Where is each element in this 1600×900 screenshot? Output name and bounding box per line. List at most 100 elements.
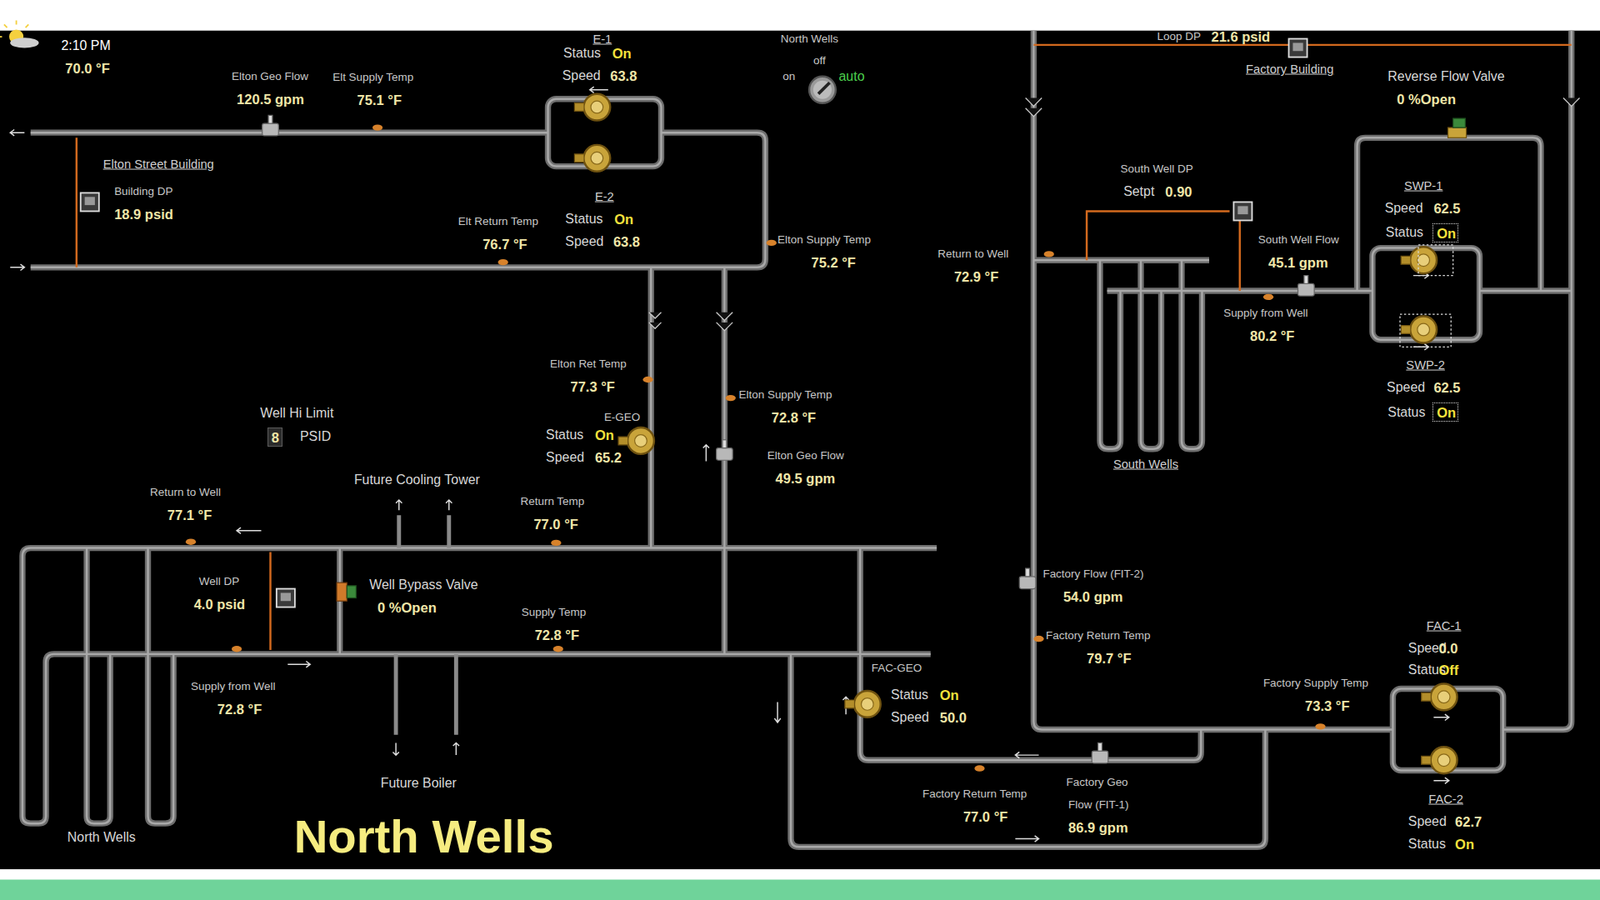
status-box: On <box>1432 402 1459 422</box>
tag-label: Setpt <box>1123 184 1155 200</box>
tag-label: On <box>612 45 632 61</box>
setpoint-input: 8 <box>267 427 283 447</box>
tag-label: FAC-GEO <box>871 661 923 675</box>
value-readout: 21.6 psid <box>1210 29 1270 45</box>
tag-label: Speed <box>545 449 585 465</box>
value-readout: 0 %Open <box>1396 90 1456 107</box>
tag-label: Future Boiler <box>380 775 457 791</box>
tag-label: South Well DP <box>1120 163 1193 176</box>
value-readout: 73.3 °F <box>1305 698 1350 715</box>
tag-label: Status <box>563 45 601 61</box>
tag-label: Flow (FIT-1) <box>1068 798 1130 811</box>
value-readout: 65.2 <box>595 449 622 465</box>
tag-label: Elton Ret Temp <box>550 357 627 370</box>
tag-label: E-GEO <box>604 410 640 424</box>
tag-label: Factory Geo <box>1066 775 1129 789</box>
tag-label: Building DP <box>114 185 173 198</box>
equipment-name: E-2 <box>595 190 615 205</box>
tag-label: Future Cooling Tower <box>354 471 480 487</box>
equipment-name: E-1 <box>592 31 612 46</box>
equipment-name: South Wells <box>1113 457 1179 472</box>
value-readout: 120.5 gpm <box>236 90 305 107</box>
tag-label: Status <box>1387 405 1425 420</box>
value-readout: 75.1 °F <box>357 92 402 109</box>
value-readout: 50.0 <box>940 709 967 725</box>
tag-label: Elton Supply Temp <box>777 233 871 246</box>
tag-label: Speed <box>890 710 930 725</box>
value-readout: 80.2 °F <box>1250 327 1295 344</box>
tag-label: Supply from Well <box>1223 306 1308 320</box>
value-readout: 63.8 <box>613 234 640 250</box>
tag-label: Return to Well <box>937 247 1009 260</box>
value-readout: 45.1 gpm <box>1268 254 1329 270</box>
tag-label: Off <box>1439 662 1460 679</box>
value-readout: 62.5 <box>1433 200 1460 216</box>
tag-label: Well DP <box>199 575 240 588</box>
tag-label: Elton Geo Flow <box>767 450 845 463</box>
value-readout: 18.9 psid <box>114 206 174 223</box>
tag-label: Elton Geo Flow <box>231 70 309 83</box>
value-readout: 72.9 °F <box>954 268 999 285</box>
value-readout: 76.7 °F <box>482 235 527 252</box>
tag-label: Elt Return Temp <box>458 215 539 228</box>
tag-label: Well Hi Limit <box>260 405 334 421</box>
tag-label: Supply Temp <box>521 605 587 619</box>
equipment-name: Factory Building <box>1245 62 1334 77</box>
value-readout: 63.8 <box>610 67 637 84</box>
tag-label: Supply from Well <box>190 680 275 693</box>
tag-label: On <box>1455 835 1475 852</box>
equipment-name: FAC-1 <box>1426 618 1462 633</box>
tag-label: Speed <box>562 67 601 83</box>
tag-label: North Wells <box>780 32 839 45</box>
tag-label: Return to Well <box>150 486 221 500</box>
node-text: 8 <box>271 430 279 446</box>
tag-label: On <box>595 426 615 443</box>
value-readout: 77.1 °F <box>167 507 212 524</box>
tag-label: Speed <box>1385 200 1424 216</box>
node-text: On <box>1436 225 1455 242</box>
value-readout: 0 %Open <box>377 599 437 615</box>
tag-label: Reverse Flow Valve <box>1387 69 1505 85</box>
tag-label: auto <box>839 69 865 85</box>
tag-label: Speed <box>1408 814 1447 830</box>
value-readout: 79.7 °F <box>1086 650 1131 666</box>
tag-label: PSID <box>300 429 331 445</box>
tag-label: 2:10 PM <box>60 38 110 54</box>
value-readout: 72.8 °F <box>217 701 262 718</box>
tag-label: Factory Flow (FIT-2) <box>1042 568 1144 581</box>
tag-label: Status <box>545 426 584 442</box>
tag-label: Status <box>1385 225 1424 240</box>
value-readout: 70.0 °F <box>65 60 110 77</box>
value-readout: 0.0 <box>1439 640 1459 656</box>
value-readout: 77.0 °F <box>963 808 1008 825</box>
value-readout: 72.8 °F <box>771 409 816 425</box>
value-readout: 4.0 psid <box>194 595 246 612</box>
equipment-name: SWP-2 <box>1405 358 1445 373</box>
tag-label: off <box>813 55 826 68</box>
equipment-name: FAC-2 <box>1428 791 1464 806</box>
tag-label: Factory Return Temp <box>922 787 1027 800</box>
tag-label: On <box>940 686 960 703</box>
tag-label: Loop DP <box>1157 30 1201 43</box>
value-readout: 77.0 °F <box>533 516 578 533</box>
tag-label: Status <box>890 687 929 703</box>
tag-label: Well Bypass Valve <box>369 576 478 592</box>
tag-label: Speed <box>565 234 604 250</box>
equipment-name: Elton Street Building <box>103 157 215 172</box>
tag-label: Status <box>1408 835 1446 851</box>
tag-label: Elt Supply Temp <box>332 70 414 84</box>
value-readout: 77.3 °F <box>570 379 615 395</box>
status-box: On <box>1432 223 1459 243</box>
value-readout: 75.2 °F <box>810 254 855 270</box>
value-readout: 49.5 gpm <box>775 470 836 487</box>
slide-caption: North Wells <box>294 810 555 865</box>
value-readout: 0.90 <box>1165 184 1192 200</box>
tag-label: Factory Return Temp <box>1045 629 1150 642</box>
value-readout: 62.7 <box>1455 813 1482 830</box>
tag-label: Elton Supply Temp <box>739 388 833 401</box>
value-readout: 62.5 <box>1433 380 1460 396</box>
tag-label: North Wells <box>67 830 136 845</box>
node-text: On <box>1436 405 1455 421</box>
value-readout: 54.0 gpm <box>1063 589 1124 605</box>
